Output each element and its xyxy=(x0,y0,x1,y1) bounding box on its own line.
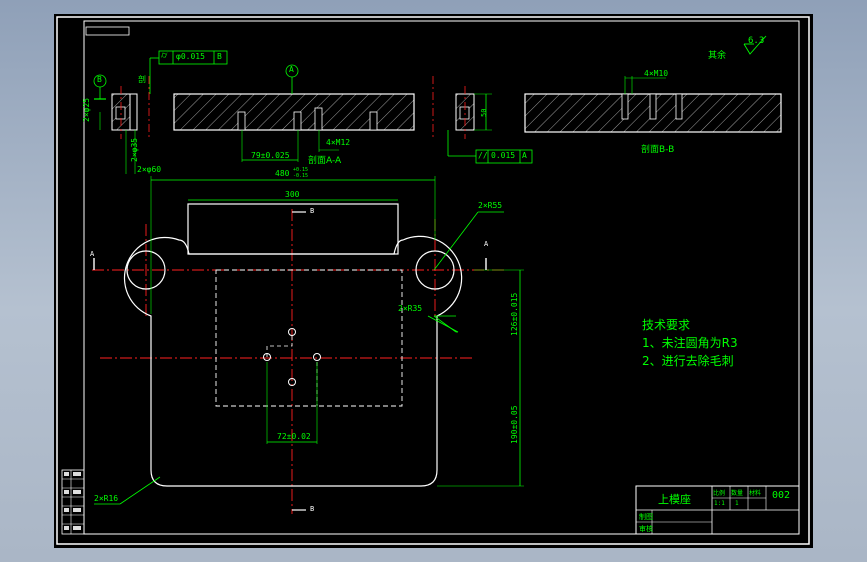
tb-label-qty: 数量 xyxy=(731,490,744,497)
section-marker-a-left: A xyxy=(90,250,95,258)
plan-view xyxy=(92,176,524,514)
tech-requirement-1: 1、未注圆角为R3 xyxy=(642,336,738,350)
section-b-threads: 4×M10 xyxy=(644,69,669,78)
tb-value-scale: 1:1 xyxy=(714,500,725,507)
left-info-strip xyxy=(61,469,85,535)
hidden-pocket xyxy=(215,269,403,407)
section-b-b-label: 剖面B-B xyxy=(641,145,675,155)
inner-radius-label: 2×R35 xyxy=(398,304,423,313)
surface-finish-value: 6.3 xyxy=(748,36,765,46)
corner-tag xyxy=(85,26,130,36)
tb-row-draw: 制图 xyxy=(639,513,653,521)
hole-dia2-label: 2×φ35 xyxy=(130,137,139,162)
cad-viewport[interactable]: ⌭ φ0.015 B // 0.015 A A B 剖 2×φ25 2×φ35 … xyxy=(54,14,813,548)
large-radius-label: 2×R55 xyxy=(478,201,503,210)
datum-b-label: B xyxy=(97,75,102,84)
overall-width-dim: 480 xyxy=(275,169,290,178)
inner-border xyxy=(83,20,800,535)
top-recess xyxy=(187,203,399,255)
overall-width-tol-upper: +0.15 xyxy=(293,167,309,173)
threads-label: 4×M12 xyxy=(326,138,351,147)
part-name: 上模座 xyxy=(658,493,691,506)
side-mark-label: 剖 xyxy=(138,75,146,84)
corner-radius-label: 2×R16 xyxy=(94,494,119,503)
tb-value-qty: 1 xyxy=(735,500,739,507)
drawing-number: 002 xyxy=(772,490,791,501)
gdt-top-datum: B xyxy=(217,52,222,61)
section-view-b-b xyxy=(524,76,782,133)
drawing-canvas xyxy=(56,16,810,545)
section-view-a-a xyxy=(93,50,533,174)
section-a-a-label: 剖面A-A xyxy=(308,156,342,166)
section-marker-a-right: A xyxy=(484,240,489,248)
title-block xyxy=(635,485,800,535)
surface-finish-symbol xyxy=(743,35,767,55)
inner-width-dim: 300 xyxy=(285,190,300,199)
section-marker-b-bottom: B xyxy=(310,505,315,513)
right-lower-dim: 190±0.05 xyxy=(510,405,519,444)
tech-requirement-2: 2、进行去除毛刺 xyxy=(642,354,734,368)
tb-row-check: 审核 xyxy=(639,525,653,533)
gdt-top-symbol: ⌭ xyxy=(161,51,168,61)
gdt-bottom-symbol: // xyxy=(478,151,488,160)
gdt-top-tolerance: φ0.015 xyxy=(176,52,205,61)
right-hole xyxy=(415,250,455,290)
hole-dia-label: 2×φ25 xyxy=(82,97,91,122)
outer-border xyxy=(56,16,810,545)
right-upper-dim: 126±0.015 xyxy=(510,292,519,336)
gdt-bottom-datum: A xyxy=(522,151,527,160)
hole-deep-label: 2×φ60 xyxy=(137,165,162,174)
datum-a-label: A xyxy=(289,65,294,74)
left-hole xyxy=(126,250,166,290)
section-marker-b-top: B xyxy=(310,207,315,215)
tech-requirements-title: 技术要求 xyxy=(642,318,691,332)
tb-label-scale: 比例 xyxy=(713,490,726,497)
pitch-label: 79±0.025 xyxy=(251,151,290,160)
tb-label-material: 材料 xyxy=(749,490,762,497)
center-dim: 72±0.02 xyxy=(277,432,311,441)
annotation-layer: ⌭ φ0.015 B // 0.015 A A B 剖 2×φ25 2×φ35 … xyxy=(54,14,813,548)
tech-requirements: 技术要求 1、未注圆角为R3 2、进行去除毛刺 xyxy=(642,316,738,370)
gdt-bottom-tolerance: 0.015 xyxy=(491,151,516,160)
surface-finish-prefix: 其余 xyxy=(708,51,727,61)
overall-width-tol-lower: -0.15 xyxy=(293,173,309,179)
height-label: 50 xyxy=(480,108,488,117)
